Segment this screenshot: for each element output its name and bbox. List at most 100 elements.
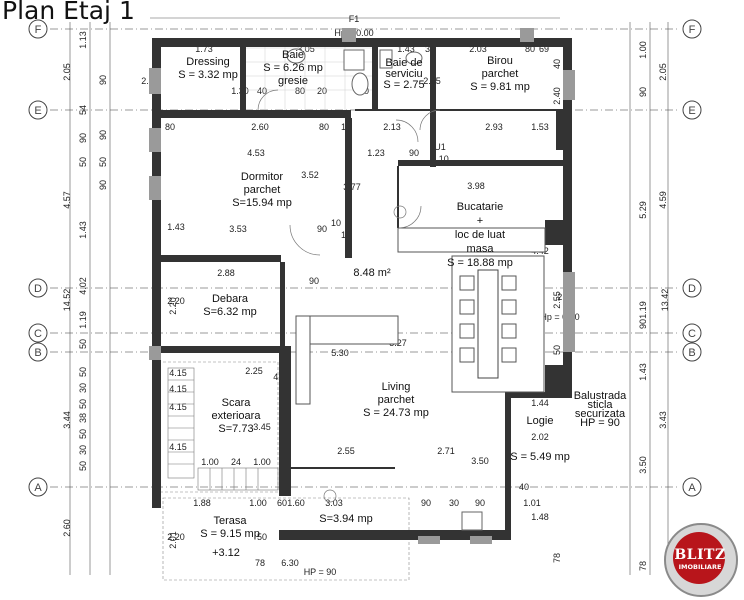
room-label-birou-0: Birou	[487, 55, 513, 67]
dim-interior-2: 80	[295, 86, 305, 96]
svg-text:F: F	[689, 24, 696, 36]
dim-left-outer-11: 3.44	[62, 411, 72, 429]
dim-interior-57: 1.01	[523, 498, 541, 508]
svg-text:F: F	[35, 24, 42, 36]
axis-c-right: C	[682, 323, 702, 343]
svg-text:A: A	[688, 482, 696, 494]
dim-right-inner-4: 50	[552, 345, 562, 355]
room-label-living-2: S = 24.73 mp	[363, 407, 429, 419]
dim-left-outer-9: 1.19	[78, 311, 88, 329]
dim-interior-56: 90	[475, 498, 485, 508]
dim-top-1: 3.05	[297, 44, 315, 54]
grid-axis-bubbles: F E D C B A F E D C B A	[28, 19, 702, 497]
annotation-1: F1	[349, 14, 360, 24]
dim-left-outer-12: 50	[78, 367, 88, 377]
axis-b-left: B	[28, 342, 48, 362]
dim-right-outer-10: 3.50	[638, 456, 648, 474]
dim-right-outer-4: 5.29	[638, 201, 648, 219]
svg-text:B: B	[688, 347, 695, 359]
dim-interior-14: 4.53	[247, 148, 265, 158]
dim-interior-54: 90	[421, 498, 431, 508]
dim-top-0: 1.73	[195, 44, 213, 54]
dim-right-inner-2: 2.55	[552, 291, 562, 309]
dim-left-outer-13: 30	[78, 383, 88, 393]
dim-left-inner-4: 2.20	[168, 297, 178, 315]
room-label-balustrada-1: sticla	[587, 399, 613, 411]
dim-left-outer-18: 50	[78, 461, 88, 471]
dim-interior-20: 1.43	[167, 222, 185, 232]
dim-interior-12: 2.93	[485, 122, 503, 132]
room-label-bucatarie-4: S = 18.88 mp	[447, 257, 513, 269]
dim-interior-18: 90	[409, 148, 419, 158]
room-label-bucatarie-3: masa	[467, 243, 495, 255]
annotation-2: U1	[434, 142, 446, 152]
room-label-bucatarie-0: Bucatarie	[457, 201, 503, 213]
dining-chairs	[459, 275, 517, 363]
dim-left-outer-3: 90	[78, 133, 88, 143]
dim-interior-22: 90	[317, 224, 327, 234]
dim-right-outer-2: 90	[638, 87, 648, 97]
room-label-living-0: Living	[382, 381, 411, 393]
dim-left-outer-4: 50	[78, 157, 88, 167]
dim-interior-62: 50	[257, 532, 267, 542]
dim-interior-49: 1.88	[193, 498, 211, 508]
dim-left-inner-0: 90	[98, 75, 108, 85]
room-label-birou-2: S = 9.81 mp	[470, 81, 530, 93]
room-label-dormitor-1: parchet	[244, 184, 281, 196]
room-label-logie-0: Logie	[527, 415, 554, 427]
dim-interior-40: 4.15	[169, 384, 187, 394]
dim-right-inner-6: 78	[552, 553, 562, 563]
dim-interior-23: 10	[331, 218, 341, 228]
door-swings	[257, 89, 441, 503]
dimension-lines	[69, 17, 669, 575]
living-sofa	[295, 315, 399, 405]
dim-interior-53: 3.03	[325, 498, 343, 508]
dim-interior-48: 1.00	[253, 457, 271, 467]
dim-interior-10: 2.13	[383, 122, 401, 132]
dim-interior-45: 3.50	[471, 456, 489, 466]
dim-interior-29: 90	[309, 276, 319, 286]
dim-interior-58: 40	[519, 482, 529, 492]
dim-left-outer-16: 50	[78, 429, 88, 439]
dim-left-outer-19: 2.60	[62, 519, 72, 537]
axis-b-right: B	[682, 342, 702, 362]
room-label-logie-area-0: S = 5.49 mp	[510, 451, 570, 463]
dim-interior-31: 5.30	[331, 348, 349, 358]
dim-left-outer-0: 1.13	[78, 31, 88, 49]
dim-right-outer-9: 3.43	[658, 411, 668, 429]
dim-left-outer-6: 1.43	[78, 221, 88, 239]
dim-interior-39: 4.15	[169, 368, 187, 378]
room-label-bucatarie-1: +	[477, 215, 483, 227]
axis-d-left: D	[28, 278, 48, 298]
dim-left-outer-2: 54	[78, 105, 88, 115]
dim-left-outer-17: 30	[78, 445, 88, 455]
axis-f-right: F	[682, 19, 702, 39]
axis-e-right: E	[682, 100, 702, 120]
dim-interior-38: 2.02	[531, 432, 549, 442]
dim-left-inner-1: 90	[98, 130, 108, 140]
dim-left-outer-14: 50	[78, 399, 88, 409]
svg-text:C: C	[34, 328, 42, 340]
room-label-birou-1: parchet	[482, 68, 519, 80]
room-label-terasa-1: S = 9.15 mp	[200, 528, 260, 540]
room-label-baie-2: gresie	[278, 75, 308, 87]
logo-line2: IMOBILIARE	[678, 563, 722, 571]
dim-interior-51: 60	[277, 498, 287, 508]
axis-e-left: E	[28, 100, 48, 120]
dim-left-inner-2: 50	[98, 157, 108, 167]
dim-left-outer-8: 4.02	[78, 277, 88, 295]
dim-right-outer-3: 4.59	[658, 191, 668, 209]
dim-right-outer-0: 1.00	[638, 41, 648, 59]
axis-a-left: A	[28, 477, 48, 497]
dim-left-outer-1: 2.05	[62, 63, 72, 81]
dim-interior-7: 2.60	[251, 122, 269, 132]
dim-interior-42: 4.15	[169, 442, 187, 452]
dim-interior-28: 2.20	[167, 296, 185, 306]
dim-interior-60: 6.30	[281, 558, 299, 568]
room-label-scara-2: S=7.73	[218, 423, 253, 435]
dim-left-outer-15: 38	[78, 413, 88, 423]
dim-right-outer-7: 90	[638, 319, 648, 329]
svg-text:B: B	[34, 347, 41, 359]
